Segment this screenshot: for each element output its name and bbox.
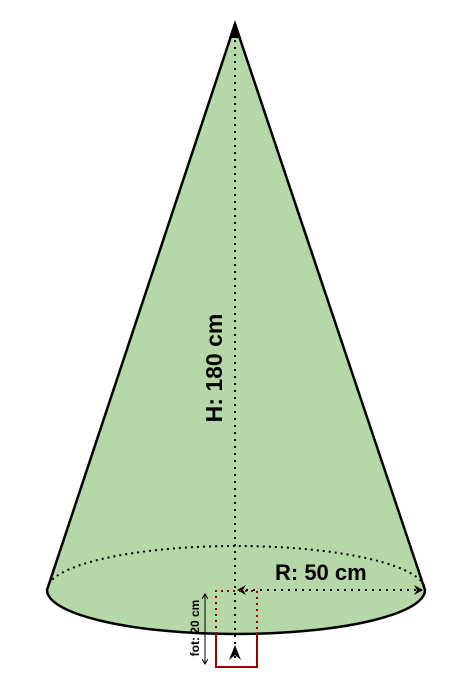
foot-box-lower xyxy=(215,634,258,668)
apex-marker xyxy=(229,20,241,38)
foot-label: fot: 20 cm xyxy=(188,600,202,657)
radius-label: R: 50 cm xyxy=(275,560,367,585)
foot-arrow-marker xyxy=(229,645,241,660)
height-label: H: 180 cm xyxy=(201,314,227,423)
base-ellipse-back xyxy=(46,545,426,591)
